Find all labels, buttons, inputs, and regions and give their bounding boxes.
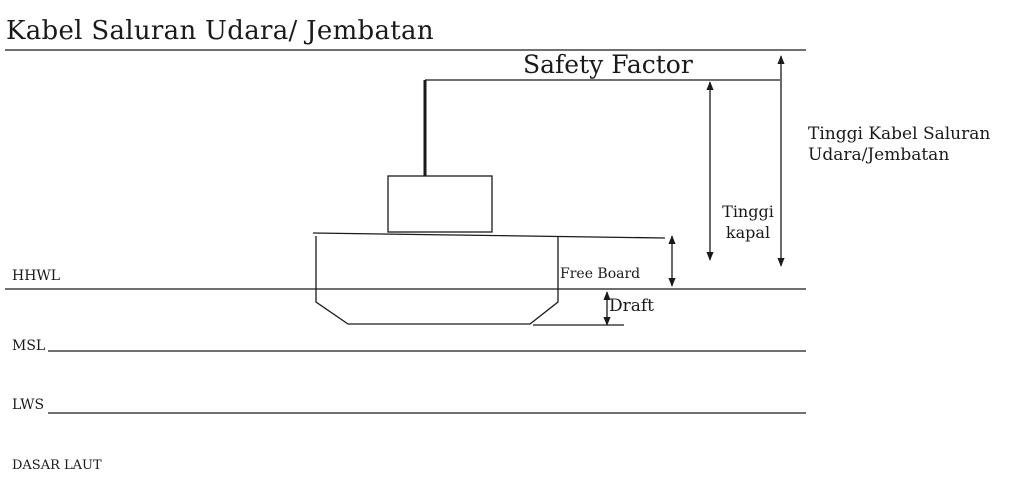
seabed-label: DASAR LAUT [12, 458, 102, 473]
diagram-title: Kabel Saluran Udara/ Jembatan [6, 16, 434, 46]
msl-label: MSL [12, 338, 46, 354]
ship-deck [312, 232, 666, 239]
free-board-label: Free Board [560, 266, 641, 282]
safety-factor-label: Safety Factor [523, 50, 693, 79]
ship-hull [315, 236, 559, 325]
hhwl-label: HHWL [12, 268, 61, 284]
cable-height-label: Tinggi Kabel Saluran Udara/Jembatan [808, 124, 991, 165]
ship-cabin [387, 175, 493, 233]
draft-label: Draft [609, 296, 655, 316]
ship-height-label: Tinggi kapal [722, 202, 774, 242]
lws-label: LWS [12, 397, 45, 413]
